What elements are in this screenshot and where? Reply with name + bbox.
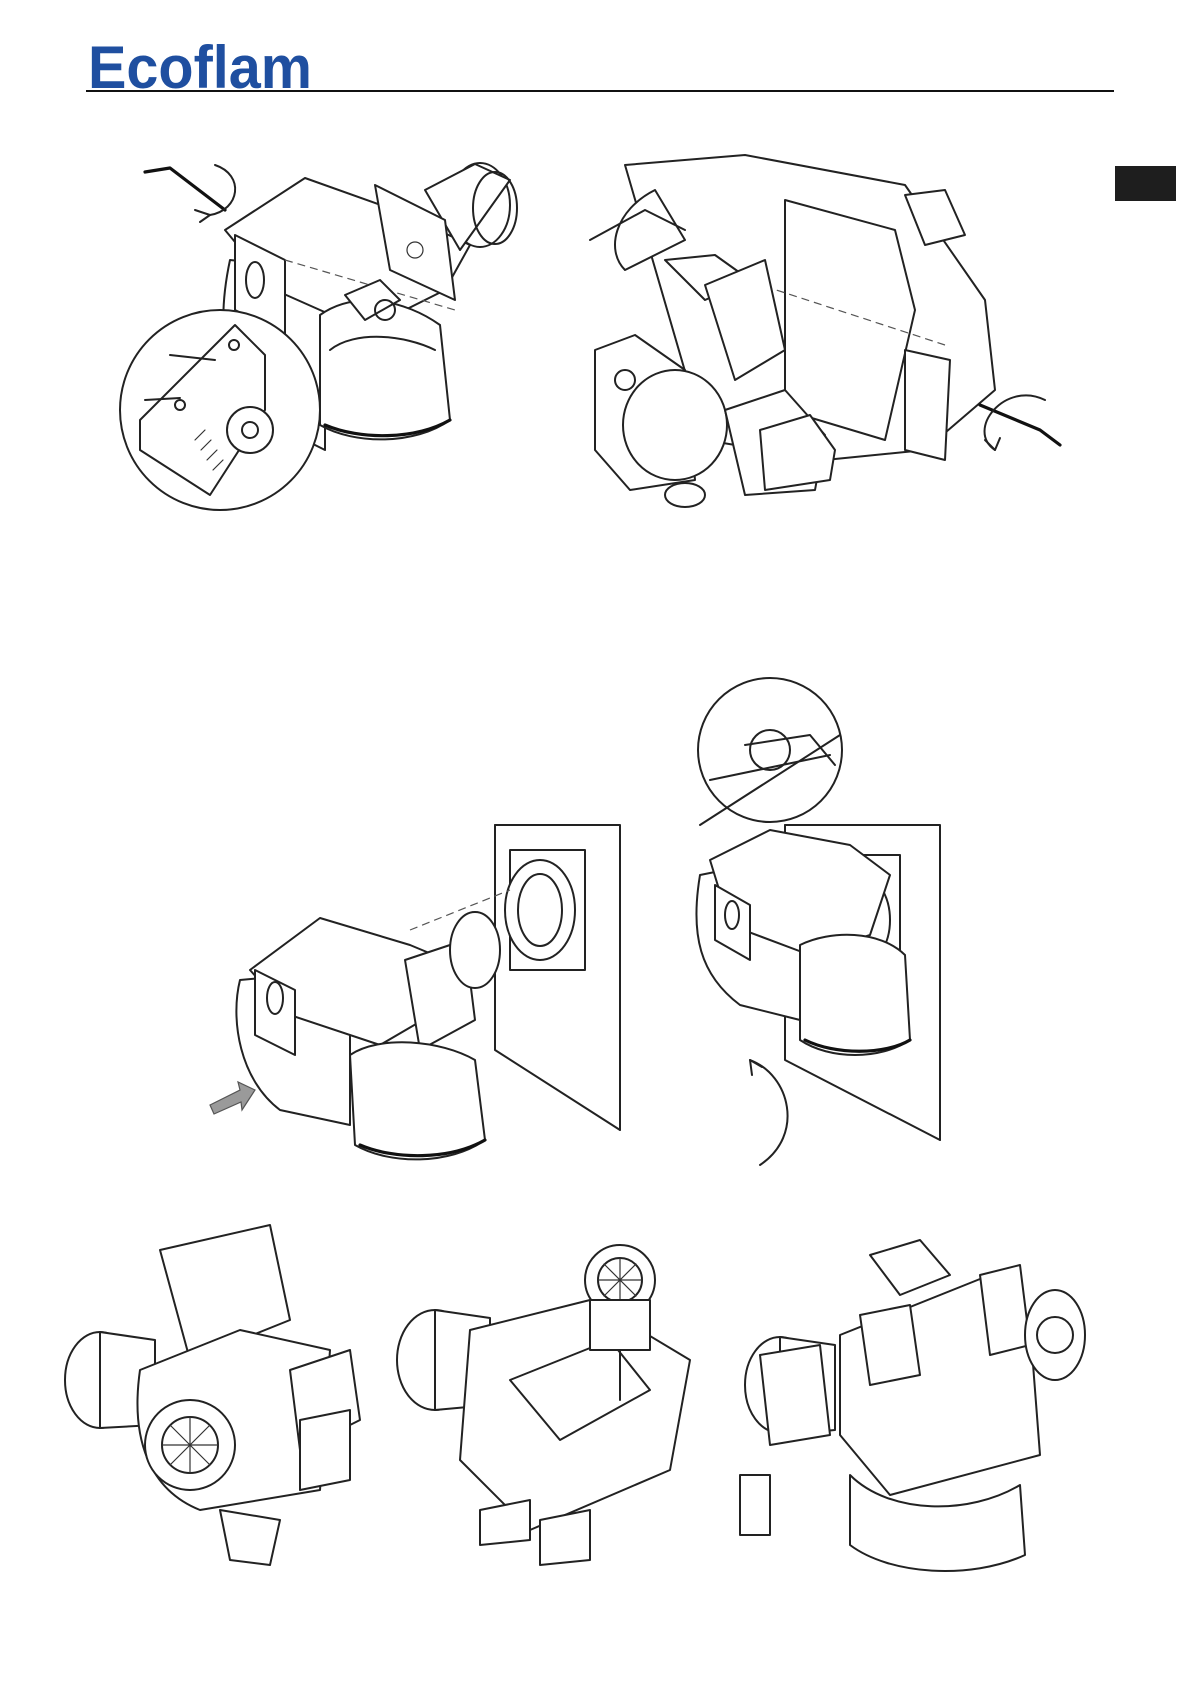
hex-key-icon xyxy=(145,168,225,210)
burner-top-view-illustration xyxy=(390,1240,720,1575)
header-rule xyxy=(86,90,1114,92)
burner-bottom-view-illustration xyxy=(60,1220,390,1575)
burner-mounting-illustration xyxy=(210,820,630,1170)
burner-rear-illustration xyxy=(585,150,1085,500)
burner-detail-illustration xyxy=(115,150,565,550)
logo-text: Ecoflam xyxy=(88,38,312,98)
push-arrow-icon xyxy=(210,1082,255,1114)
rotation-arrow-icon xyxy=(750,1060,788,1165)
ecoflam-logo: Ecoflam xyxy=(88,38,314,98)
section-tab-marker xyxy=(1115,166,1176,201)
burner-side-view-illustration xyxy=(740,1235,1115,1580)
burner-mounted-illustration xyxy=(690,675,965,1170)
